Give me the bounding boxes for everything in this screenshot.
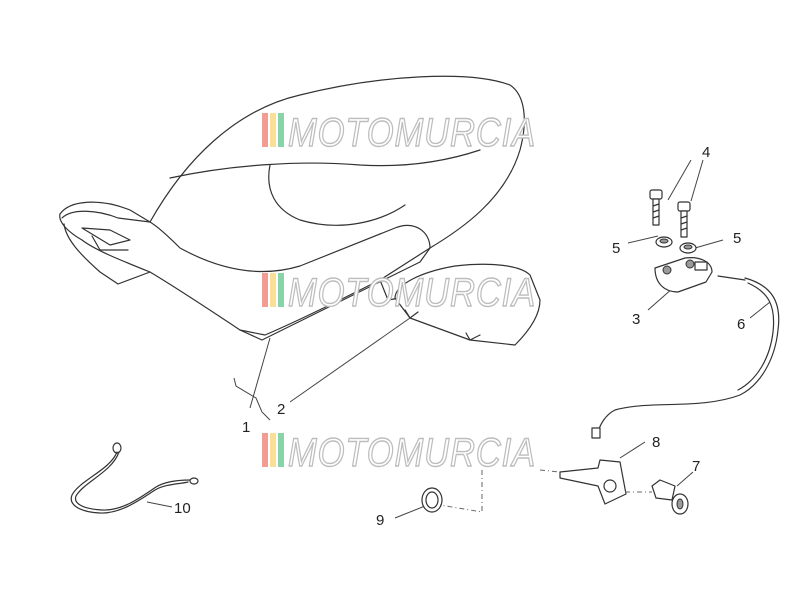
lock-bracket-part <box>559 459 627 505</box>
watermark-bar-yellow <box>270 433 276 467</box>
callout-6: 6 <box>737 316 745 333</box>
watermark-bar-green <box>278 113 284 147</box>
callout-5-left: 5 <box>612 240 620 257</box>
leader-lines <box>146 159 771 519</box>
seat-part <box>59 75 525 341</box>
callout-4: 4 <box>702 144 710 161</box>
watermark-middle: MOTOMURCIA <box>262 270 536 316</box>
lock-plate-part <box>654 257 713 293</box>
assembly-lines <box>439 469 652 513</box>
seat-cable-part <box>70 442 199 514</box>
release-cable-part <box>591 275 780 439</box>
callout-9: 9 <box>376 512 384 529</box>
watermark-text: MOTOMURCIA <box>288 271 536 315</box>
watermark-bar-green <box>278 433 284 467</box>
washers-part <box>655 236 697 254</box>
watermark-bottom: MOTOMURCIA <box>262 430 536 476</box>
watermark-bar-red <box>262 273 268 307</box>
watermark-bar-red <box>262 433 268 467</box>
callout-1: 1 <box>242 419 250 436</box>
callout-10: 10 <box>174 500 191 517</box>
callout-8: 8 <box>652 434 660 451</box>
callout-3: 3 <box>632 311 640 328</box>
lock-barrel-part <box>651 479 689 515</box>
callout-5-right: 5 <box>733 230 741 247</box>
watermark-bar-yellow <box>270 273 276 307</box>
bolts-part <box>649 189 691 238</box>
watermark-text: MOTOMURCIA <box>288 431 536 475</box>
callout-7: 7 <box>692 458 700 475</box>
callout-labels: 1 2 3 4 5 5 6 7 8 9 10 <box>174 144 745 529</box>
watermark-bar-green <box>278 273 284 307</box>
callout-2: 2 <box>277 401 285 418</box>
watermark-bar-red <box>262 113 268 147</box>
circlip-part <box>421 487 443 513</box>
watermark-top: MOTOMURCIA <box>262 110 536 156</box>
watermark-text: MOTOMURCIA <box>288 111 536 155</box>
seat-plate-part <box>394 263 541 346</box>
watermark-bar-yellow <box>270 113 276 147</box>
